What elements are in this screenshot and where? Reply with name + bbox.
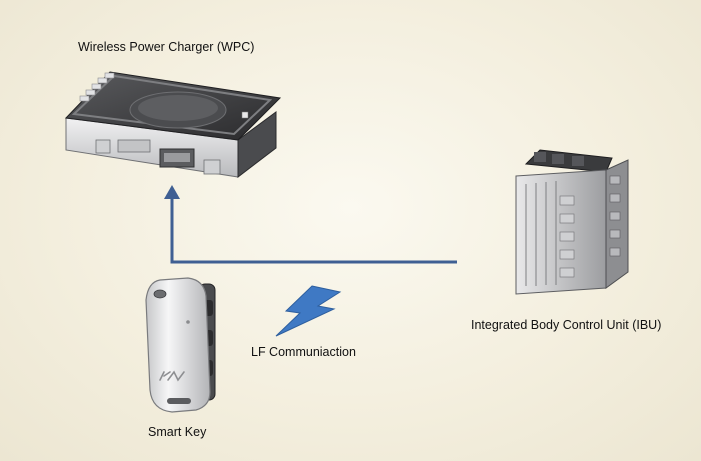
lf-communication-label: LF Communiaction [251,345,356,359]
lf-lightning-icon [275,285,342,337]
key-logo-icon [159,370,185,382]
connection-line [164,185,457,264]
smart-key-label: Smart Key [148,425,207,439]
ibu-label: Integrated Body Control Unit (IBU) [471,318,662,332]
ibu-device [515,149,629,295]
arrow-head-icon [164,185,180,199]
wpc-label: Wireless Power Charger (WPC) [78,40,255,54]
wpc-device [64,71,282,179]
smart-key-device [145,277,216,413]
